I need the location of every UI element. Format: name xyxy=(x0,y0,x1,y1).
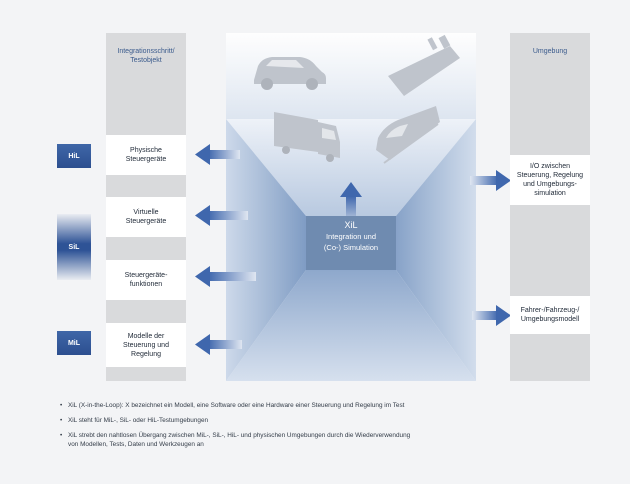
truck-icon xyxy=(274,112,340,162)
footer-item: • XiL (X-in-the-Loop): X bezeichnet ein … xyxy=(60,401,530,410)
bullet-icon: • xyxy=(60,402,63,409)
arrow-left-hil xyxy=(195,144,240,165)
arrow-right-model xyxy=(472,305,511,326)
footer-item: • XiL strebt den nahtlosen Übergang zwis… xyxy=(60,431,530,449)
box-virtual-ecus: Virtuelle Steuergeräte xyxy=(106,197,186,237)
funnel-bottom xyxy=(226,270,476,381)
box-line: Fahrer-/Fahrzeug-/ xyxy=(520,307,580,314)
sil-label: SiL xyxy=(68,243,80,251)
bullet-icon: • xyxy=(60,417,63,424)
footer-text: XiL steht für MiL-, SiL- oder HiL-Testum… xyxy=(68,417,209,424)
box-control-models: Modelle der Steuerung und Regelung xyxy=(106,323,186,367)
arrow-left-virtual xyxy=(195,205,248,226)
box-physical-ecus: Physische Steuergeräte xyxy=(106,135,186,175)
header-line: Integrationsschritt/ xyxy=(117,48,175,55)
ship-icon xyxy=(388,34,460,96)
xil-center-box: XiL Integration und (Co-) Simulation xyxy=(306,216,396,270)
xil-subtitle-line: (Co-) Simulation xyxy=(323,243,379,252)
box-driver-vehicle-model: Fahrer-/Fahrzeug-/ Umgebungsmodell xyxy=(510,296,590,334)
box-line: Steuerung, Regelung xyxy=(516,172,584,179)
box-line: Steuergeräte xyxy=(125,156,167,163)
box-line: und Umgebungs- xyxy=(523,181,577,188)
integration-column: Integrationsschritt/ Testobjekt Physisch… xyxy=(106,33,186,381)
box-line: Physische xyxy=(130,147,162,154)
xil-title: XiL xyxy=(344,220,358,230)
sil-tag: SiL xyxy=(57,214,91,280)
box-ecu-functions: Steuergeräte- funktionen xyxy=(106,260,186,300)
footer-item: • XiL steht für MiL-, SiL- oder HiL-Test… xyxy=(60,416,530,425)
environment-column: Umgebung I/O zwischen Steuerung, Regelun… xyxy=(510,33,590,381)
bullet-icon: • xyxy=(60,432,63,439)
box-line: Steuergeräte xyxy=(125,218,167,225)
box-line: Virtuelle xyxy=(133,209,159,216)
car-icon xyxy=(254,57,326,90)
up-arrow xyxy=(340,182,362,216)
header-line: Testobjekt xyxy=(130,57,162,64)
arrow-right-io xyxy=(470,170,511,191)
header-line: Umgebung xyxy=(532,48,568,55)
box-line: Regelung xyxy=(131,350,161,358)
mil-label: MiL xyxy=(67,339,81,347)
box-line: simulation xyxy=(534,190,566,197)
box-line: Modelle der xyxy=(127,332,165,340)
footer-text: XiL strebt den nahtlosen Übergang zwisch… xyxy=(68,432,411,439)
hil-label: HiL xyxy=(68,152,80,160)
hil-tag: HiL xyxy=(57,144,91,168)
funnel-right xyxy=(396,119,476,381)
arrow-left-mil xyxy=(195,334,242,355)
integration-column-header: Integrationsschritt/ Testobjekt xyxy=(106,47,186,65)
box-line: funktionen xyxy=(129,281,163,288)
environment-column-header: Umgebung xyxy=(510,47,590,56)
footer-text: von Modellen, Tests, Daten und Werkzeuge… xyxy=(68,441,204,448)
box-line: Steuergeräte- xyxy=(124,272,168,279)
box-line: I/O zwischen xyxy=(529,163,571,170)
box-line: Umgebungsmodell xyxy=(520,316,580,323)
train-icon xyxy=(376,106,440,164)
xil-subtitle-line: Integration und xyxy=(325,232,377,241)
arrow-left-functions xyxy=(195,266,256,287)
box-io-simulation: I/O zwischen Steuerung, Regelung und Umg… xyxy=(510,155,590,205)
footer-text: XiL (X-in-the-Loop): X bezeichnet ein Mo… xyxy=(68,402,405,409)
funnel-left xyxy=(226,119,306,381)
mil-tag: MiL xyxy=(57,331,91,355)
footer-notes: • XiL (X-in-the-Loop): X bezeichnet ein … xyxy=(60,401,530,455)
box-line: Steuerung und xyxy=(123,341,169,349)
